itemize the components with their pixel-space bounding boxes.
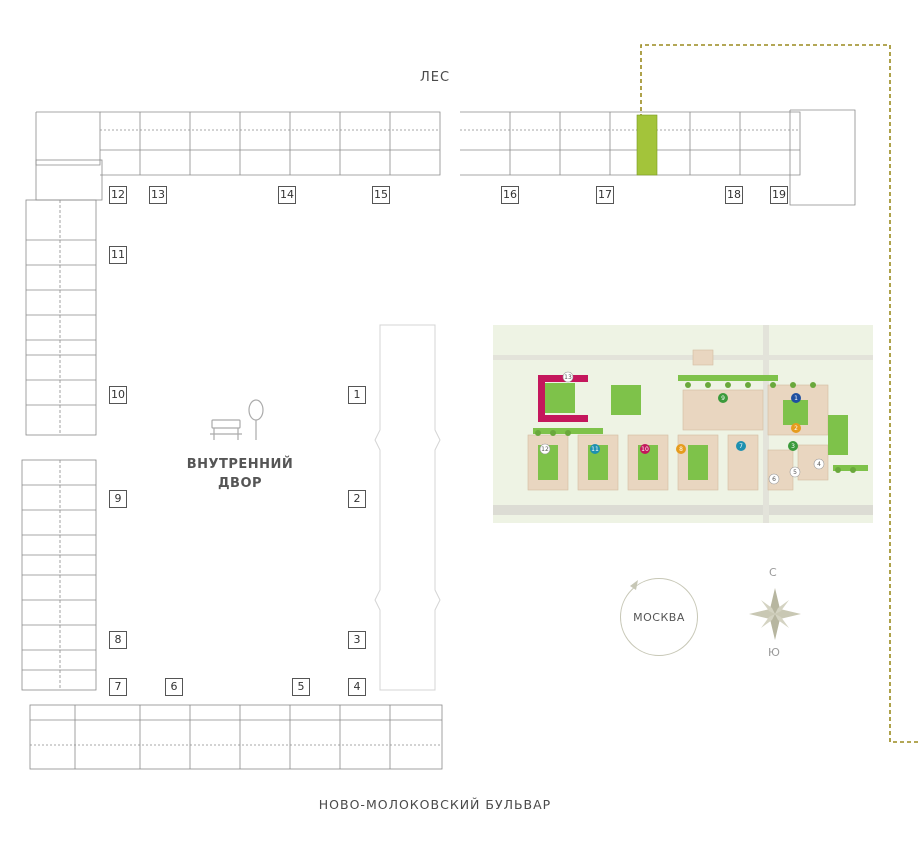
- site-mini-map[interactable]: 1 2 3 4 5 6 7 8 9 10 11 12 13: [493, 325, 873, 523]
- section-4[interactable]: 4: [348, 678, 366, 696]
- svg-text:9: 9: [721, 395, 725, 402]
- compass-south-label: Ю: [768, 646, 780, 659]
- direction-moscow[interactable]: МОСКВА: [620, 578, 698, 656]
- site-mini-map-drawing: 1 2 3 4 5 6 7 8 9 10 11 12 13: [493, 325, 873, 523]
- svg-text:5: 5: [793, 469, 797, 476]
- section-10[interactable]: 10: [109, 386, 127, 404]
- section-17[interactable]: 17: [596, 186, 614, 204]
- inner-yard-label: ВНУТРЕННИЙ ДВОР: [170, 455, 310, 493]
- section-1[interactable]: 1: [348, 386, 366, 404]
- inner-yard-line2: ДВОР: [217, 476, 263, 491]
- svg-text:12: 12: [541, 446, 549, 453]
- svg-text:10: 10: [641, 446, 649, 453]
- section-3[interactable]: 3: [348, 631, 366, 649]
- svg-text:7: 7: [739, 443, 743, 450]
- inner-yard-line1: ВНУТРЕННИЙ: [186, 457, 294, 472]
- svg-text:4: 4: [817, 461, 821, 468]
- forest-label: ЛЕС: [419, 70, 451, 85]
- svg-text:2: 2: [794, 425, 798, 432]
- svg-text:3: 3: [791, 443, 795, 450]
- section-13[interactable]: 13: [149, 186, 167, 204]
- compass-icon: [749, 588, 801, 640]
- direction-arrow-icon: [630, 580, 638, 590]
- section-11[interactable]: 11: [109, 246, 127, 264]
- section-6[interactable]: 6: [165, 678, 183, 696]
- section-2[interactable]: 2: [348, 490, 366, 508]
- highlighted-apartment: [636, 114, 658, 176]
- section-14[interactable]: 14: [278, 186, 296, 204]
- section-19[interactable]: 19: [770, 186, 788, 204]
- section-18[interactable]: 18: [725, 186, 743, 204]
- section-16[interactable]: 16: [501, 186, 519, 204]
- svg-text:13: 13: [564, 374, 572, 381]
- direction-moscow-label: МОСКВА: [633, 610, 685, 624]
- svg-text:8: 8: [679, 446, 683, 453]
- bench-tree-icon: [210, 399, 264, 440]
- street-label: НОВО-МОЛОКОВСКИЙ БУЛЬВАР: [318, 797, 552, 812]
- compass-north-label: С: [769, 566, 777, 579]
- section-8[interactable]: 8: [109, 631, 127, 649]
- section-15[interactable]: 15: [372, 186, 390, 204]
- svg-text:11: 11: [591, 446, 599, 453]
- section-5[interactable]: 5: [292, 678, 310, 696]
- section-12[interactable]: 12: [109, 186, 127, 204]
- svg-text:1: 1: [794, 395, 798, 402]
- svg-text:6: 6: [772, 476, 776, 483]
- section-7[interactable]: 7: [109, 678, 127, 696]
- section-9[interactable]: 9: [109, 490, 127, 508]
